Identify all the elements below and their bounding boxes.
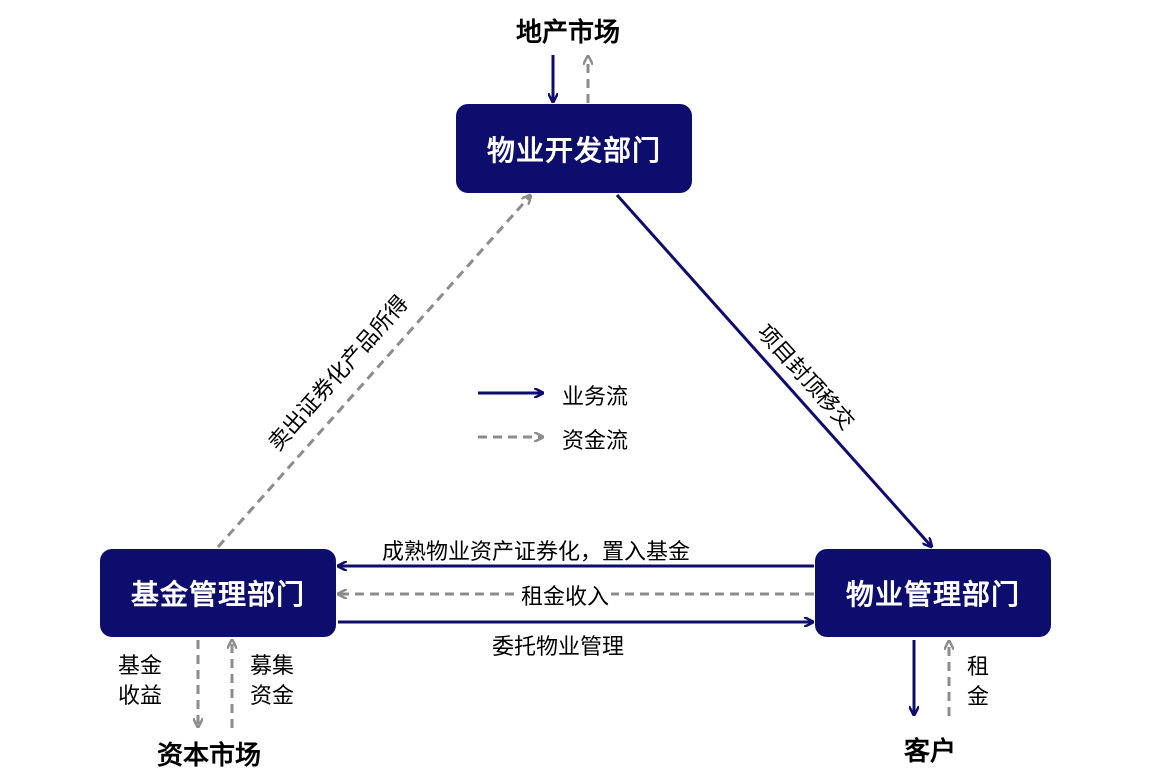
label-fund-to-capital-market-line2: 收益 — [118, 684, 163, 709]
node-development-dept: 物业开发部门 — [456, 104, 692, 193]
label-capital-market-to-fund: 募集 资金 — [250, 652, 294, 712]
node-fund-mgmt-dept: 基金管理部门 — [100, 549, 336, 637]
arrow-fund-to-development — [216, 196, 530, 548]
label-mgmt-to-fund-capital: 租金收入 — [519, 579, 612, 611]
legend-business-label: 业务流 — [562, 385, 629, 410]
legend-capital-label: 资金流 — [562, 429, 629, 454]
label-mgmt-to-fund-business: 成熟物业资产证券化，置入基金 — [382, 540, 691, 565]
label-customers-to-mgmt-line2: 金 — [967, 685, 990, 710]
arrow-development-to-mgmt — [615, 193, 931, 546]
label-capital-market-to-fund-line2: 资金 — [250, 684, 295, 709]
node-property-mgmt-dept: 物业管理部门 — [815, 549, 1051, 637]
node-capital-market: 资本市场 — [157, 741, 262, 771]
label-customers-to-mgmt-line1: 租 — [967, 655, 990, 680]
node-real-estate-market: 地产市场 — [516, 18, 621, 48]
label-fund-to-capital-market: 基金 收益 — [118, 652, 162, 712]
label-capital-market-to-fund-line1: 募集 — [250, 654, 295, 679]
label-fund-to-capital-market-line1: 基金 — [118, 654, 163, 679]
node-customers: 客户 — [904, 737, 957, 767]
label-fund-to-mgmt: 委托物业管理 — [492, 635, 625, 660]
label-customers-to-mgmt: 租 金 — [967, 653, 989, 713]
